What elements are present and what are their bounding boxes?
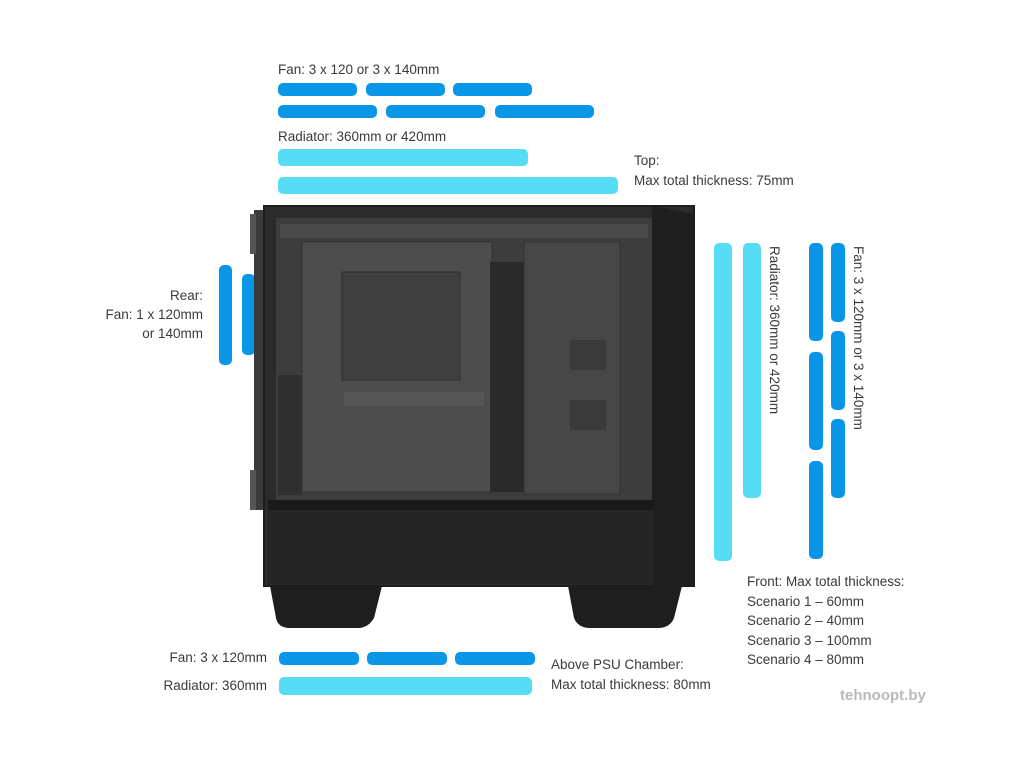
front-fan-120-3 — [831, 419, 845, 498]
top-fan-120-3 — [453, 83, 532, 96]
rear-fan-label-line1: Fan: 1 x 120mm — [105, 307, 203, 322]
cpu-cutout — [341, 271, 461, 381]
bottom-fan-3 — [455, 652, 535, 665]
watermark: tehnoopt.by — [840, 687, 926, 704]
front-radiator-420 — [714, 243, 732, 561]
front-scenario-4: Scenario 4 – 80mm — [747, 652, 865, 667]
bottom-fan-label: Fan: 3 x 120mm — [169, 650, 267, 665]
rear-fan-label-line2: or 140mm — [142, 326, 203, 341]
drive-slot-1 — [570, 340, 606, 370]
front-scenario-2: Scenario 2 – 40mm — [747, 613, 865, 628]
front-panel — [652, 206, 694, 586]
front-thickness-title: Front: Max total thickness: — [747, 574, 905, 589]
front-fan-label: Fan: 3 x 120mm or 3 x 140mm — [851, 246, 866, 430]
bottom-radiator-360 — [279, 677, 532, 695]
rear-latch-top — [250, 214, 256, 254]
top-thickness-label: Max total thickness: 75mm — [634, 173, 794, 188]
rear-position-label: Rear: — [169, 288, 203, 303]
tray-rail — [344, 392, 484, 406]
front-fan-120-2 — [831, 331, 845, 410]
expansion-slots — [278, 375, 302, 495]
rear-latch-bottom — [250, 470, 256, 510]
top-fan-140-2 — [386, 105, 485, 118]
pc-case-image — [250, 205, 695, 628]
bottom-position-label: Above PSU Chamber: — [551, 657, 684, 672]
top-radiator-label: Radiator: 360mm or 420mm — [278, 129, 447, 144]
front-fan-120-1 — [831, 243, 845, 322]
rear-fan-140 — [219, 265, 232, 365]
top-radiator-360 — [278, 149, 528, 166]
top-fan-label: Fan: 3 x 120 or 3 x 140mm — [278, 62, 440, 77]
front-radiator-label: Radiator: 360mm or 420mm — [767, 246, 782, 415]
front-fan-140-3 — [809, 461, 823, 559]
rear-fan-120 — [242, 274, 255, 355]
front-fan-140-2 — [809, 352, 823, 450]
front-radiator-360 — [743, 243, 761, 498]
top-fan-120-1 — [278, 83, 357, 96]
bottom-thickness-label: Max total thickness: 80mm — [551, 677, 711, 692]
top-radiator-420 — [278, 177, 618, 194]
bottom-fan-1 — [279, 652, 359, 665]
drive-slot-2 — [570, 400, 606, 430]
top-position-label: Top: — [634, 153, 660, 168]
cable-column — [490, 262, 524, 492]
shroud-edge — [268, 500, 654, 510]
psu-shroud — [268, 500, 654, 584]
front-foot — [568, 586, 682, 628]
rear-foot — [270, 586, 382, 628]
top-fan-120-2 — [366, 83, 445, 96]
bottom-fan-2 — [367, 652, 447, 665]
top-fan-140-1 — [278, 105, 377, 118]
front-scenario-3: Scenario 3 – 100mm — [747, 633, 872, 648]
bottom-radiator-label: Radiator: 360mm — [163, 678, 267, 693]
front-scenario-1: Scenario 1 – 60mm — [747, 594, 865, 609]
front-fan-140-1 — [809, 243, 823, 341]
top-rail — [280, 224, 648, 238]
top-fan-140-3 — [495, 105, 594, 118]
